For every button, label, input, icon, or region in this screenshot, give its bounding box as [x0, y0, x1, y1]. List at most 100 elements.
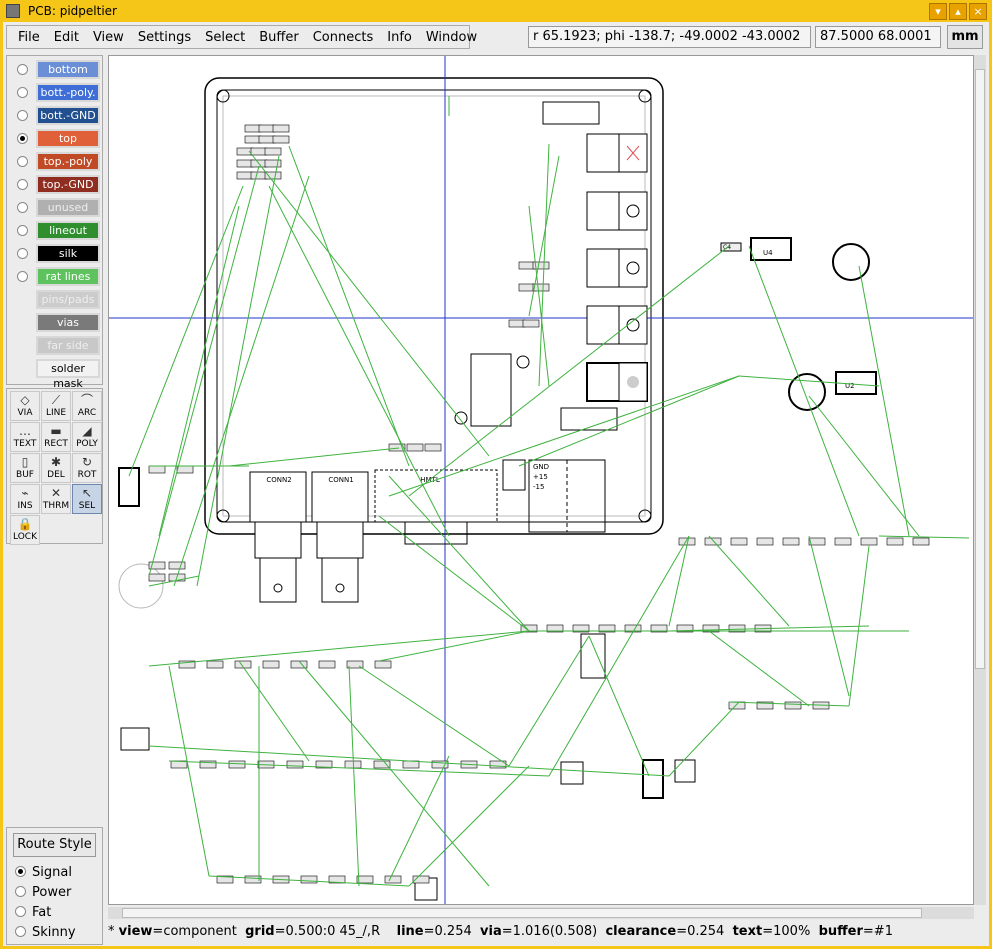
menu-settings[interactable]: Settings [137, 29, 192, 45]
menu-window[interactable]: Window [425, 29, 478, 45]
tool-label: THRM [42, 501, 70, 511]
layer-radio[interactable] [17, 156, 28, 167]
layer-row[interactable]: top [7, 128, 103, 149]
smd-pad [424, 443, 442, 452]
layer-button[interactable]: vias [36, 313, 100, 332]
smd-pad [728, 624, 746, 633]
scroll-thumb[interactable] [975, 69, 985, 669]
smd-pad [346, 660, 364, 669]
tool-arc-button[interactable]: ⌒ARC [72, 391, 102, 421]
layer-row[interactable]: pins/pads [7, 289, 103, 310]
layer-button[interactable]: rat lines [36, 267, 100, 286]
smd-pad [374, 660, 392, 669]
layer-radio[interactable] [17, 64, 28, 75]
layer-radio[interactable] [17, 248, 28, 259]
layer-button[interactable]: unused [36, 198, 100, 217]
layer-button[interactable]: solder mask [36, 359, 100, 390]
menu-edit[interactable]: Edit [53, 29, 79, 45]
vertical-scrollbar[interactable] [974, 55, 986, 905]
layer-button[interactable]: silk [36, 244, 100, 263]
rat-line [148, 630, 530, 667]
arc-icon: ⌒ [80, 393, 93, 407]
route-style-button[interactable]: Route Style [13, 833, 96, 857]
smd-pad [532, 261, 550, 270]
tool-rect-button[interactable]: ▬RECT [41, 422, 71, 452]
rat-line [248, 150, 490, 457]
layer-radio[interactable] [17, 202, 28, 213]
layer-row[interactable]: unused [7, 197, 103, 218]
pcb-canvas[interactable]: CONN2 CONN1 HMTL GND +15 -15 [108, 55, 974, 905]
route-style-power[interactable]: Power [15, 885, 71, 903]
tool-buf-button[interactable]: ▯BUF [10, 453, 40, 483]
small-connector [502, 459, 526, 491]
layer-row[interactable]: top.-poly [7, 151, 103, 172]
window-title: PCB: pidpeltier [28, 4, 117, 18]
horizontal-scrollbar[interactable] [108, 907, 974, 919]
layer-button[interactable]: bottom [36, 60, 100, 79]
menu-buffer[interactable]: Buffer [259, 29, 299, 45]
rat-line [588, 635, 650, 777]
transistor-q5 [580, 633, 606, 679]
layer-row[interactable]: far side [7, 335, 103, 356]
layer-selector: bottom bott.-poly. bott.-GND top top.-poly to… [6, 55, 103, 390]
layer-radio[interactable] [17, 225, 28, 236]
pcb-drawing[interactable]: CONN2 CONN1 HMTL GND +15 -15 [109, 56, 974, 905]
lock-icon: 🔒 [17, 517, 33, 531]
footprint-ghost [118, 563, 164, 609]
layer-row[interactable]: bott.-poly. [7, 82, 103, 103]
rat-line [388, 375, 740, 497]
layer-row[interactable]: silk [7, 243, 103, 264]
tool-text-button[interactable]: …TEXT [10, 422, 40, 452]
maximize-button[interactable]: ▴ [949, 3, 967, 20]
layer-button[interactable]: pins/pads [36, 290, 100, 309]
tool-via-button[interactable]: ◇VIA [10, 391, 40, 421]
layer-button[interactable]: lineout [36, 221, 100, 240]
layer-row[interactable]: bottom [7, 59, 103, 80]
minimize-button[interactable]: ▾ [929, 3, 947, 20]
tool-rot-button[interactable]: ↻ROT [72, 453, 102, 483]
menu-file[interactable]: File [18, 29, 40, 45]
rat-line [148, 165, 260, 577]
layer-row[interactable]: bott.-GND [7, 105, 103, 126]
layer-row[interactable]: top.-GND [7, 174, 103, 195]
tool-sel-button[interactable]: ↖SEL [72, 484, 102, 514]
layer-row[interactable]: vias [7, 312, 103, 333]
layer-radio[interactable] [17, 87, 28, 98]
rat-line [528, 155, 560, 317]
tool-lock-button[interactable]: 🔒LOCK [10, 515, 40, 545]
route-style-fat[interactable]: Fat [15, 905, 51, 923]
layer-button[interactable]: bott.-poly. [36, 83, 100, 102]
layer-button[interactable]: top.-poly [36, 152, 100, 171]
tool-poly-button[interactable]: ◢POLY [72, 422, 102, 452]
tool-del-button[interactable]: ✱DEL [41, 453, 71, 483]
rat-line [528, 205, 550, 387]
layer-row[interactable]: lineout [7, 220, 103, 241]
layer-button[interactable]: far side [36, 336, 100, 355]
close-button[interactable]: × [969, 3, 987, 20]
route-style-skinny[interactable]: Skinny [15, 925, 76, 943]
layer-row[interactable]: rat lines [7, 266, 103, 287]
menu-view[interactable]: View [92, 29, 124, 45]
layer-button[interactable]: bott.-GND [36, 106, 100, 125]
smd-pad [258, 135, 276, 144]
smd-pad [262, 660, 280, 669]
tool-thrm-button[interactable]: ✕THRM [41, 484, 71, 514]
via-icon: ◇ [20, 393, 30, 407]
tool-line-button[interactable]: ⟋LINE [41, 391, 71, 421]
tool-ins-button[interactable]: ⌁INS [10, 484, 40, 514]
layer-radio[interactable] [17, 110, 28, 121]
route-style-signal[interactable]: Signal [15, 865, 72, 883]
layer-row[interactable]: solder mask [7, 358, 103, 390]
menu-select[interactable]: Select [205, 29, 246, 45]
menu-info[interactable]: Info [387, 29, 412, 45]
layer-radio[interactable] [17, 271, 28, 282]
menu-connects[interactable]: Connects [312, 29, 374, 45]
layer-button[interactable]: top.-GND [36, 175, 100, 194]
unit-toggle-button[interactable]: mm [947, 25, 983, 49]
smd-pad [236, 171, 254, 180]
smd-pad [199, 760, 217, 769]
layer-radio[interactable] [17, 133, 28, 144]
layer-radio[interactable] [17, 179, 28, 190]
layer-button[interactable]: top [36, 129, 100, 148]
scroll-thumb[interactable] [122, 908, 922, 918]
